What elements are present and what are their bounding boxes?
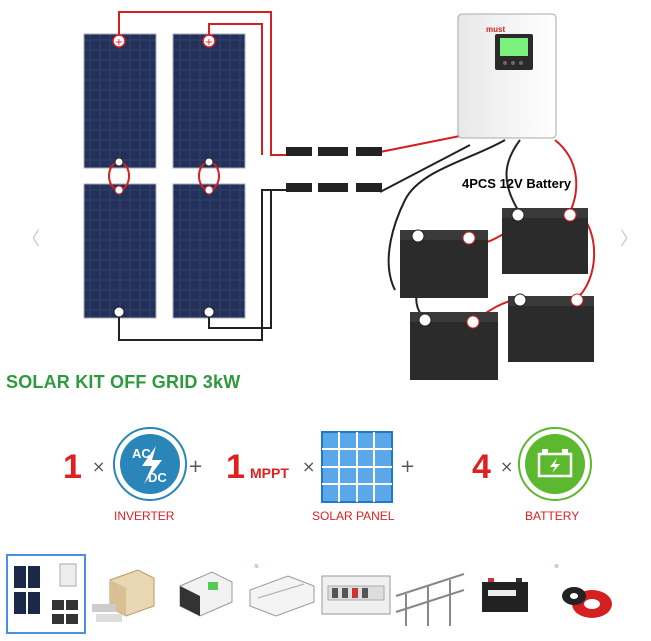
solar-panel-qty: 1: [226, 448, 245, 486]
inverter-qty: 1: [63, 448, 82, 486]
battery-unit: [410, 312, 498, 380]
svg-text:DC: DC: [148, 470, 167, 485]
mc4-connectors: [286, 147, 382, 192]
battery-qty: 4: [472, 448, 491, 486]
solar-panel: [172, 183, 246, 319]
thumbnail-mounting-bracket[interactable]: [392, 556, 468, 632]
thumbnail-packaged-kit[interactable]: [88, 556, 164, 632]
thumbnail-kit-overview[interactable]: [6, 554, 86, 634]
solar-panel-array: [83, 33, 246, 319]
chevron-left-icon[interactable]: 〈: [22, 229, 40, 250]
plus-symbol: +: [400, 456, 415, 477]
svg-text:≋: ≋: [254, 564, 259, 570]
plus-symbol: +: [188, 456, 203, 477]
thumbnail-distribution-box[interactable]: [318, 556, 394, 632]
battery-icon: [518, 427, 592, 501]
kit-title: SOLAR KIT OFF GRID 3kW: [6, 372, 241, 392]
solar-panel: [83, 33, 157, 169]
mppt-label: MPPT: [250, 465, 289, 481]
solar-panel-icon: [321, 431, 393, 503]
thumbnail-pv-cable[interactable]: ≋: [548, 556, 624, 632]
svg-text:AC: AC: [132, 446, 151, 461]
main-product-image: + + must 4PCS 12V Battery: [22, 11, 638, 380]
kit-composition-graphic: 1 × AC DC + INVERTER 1 MPPT × + SO: [63, 427, 592, 523]
panel-terminals: + +: [108, 34, 220, 318]
battery-bank: [400, 208, 594, 380]
wiring: [118, 11, 596, 341]
ac-dc-icon: AC DC: [113, 427, 187, 501]
inverter-brand: must: [486, 25, 505, 34]
battery-count-label: 4PCS 12V Battery: [462, 176, 572, 191]
solar-panel: [172, 33, 246, 169]
svg-text:≋: ≋: [554, 564, 559, 570]
battery-label: BATTERY: [525, 509, 579, 523]
battery-unit: [508, 293, 594, 362]
times-symbol: ×: [302, 457, 315, 476]
chevron-right-icon[interactable]: 〉: [620, 229, 638, 250]
inverter-label: INVERTER: [114, 509, 175, 523]
solar-kit-diagram: + + must 4PCS 12V Battery: [83, 11, 596, 380]
svg-text:+: +: [205, 37, 213, 48]
svg-text:+: +: [115, 37, 123, 48]
thumbnail-battery[interactable]: [470, 556, 546, 632]
kit-composition: 1 × AC DC + INVERTER 1 MPPT × + SO: [0, 420, 651, 530]
thumbnail-inverter[interactable]: [168, 556, 244, 632]
thumbnail-strip: ≋: [0, 552, 651, 641]
solar-panel: [83, 183, 157, 319]
times-symbol: ×: [92, 457, 105, 476]
thumbnail-combiner-box[interactable]: ≋: [244, 556, 320, 632]
battery-unit: [400, 229, 488, 298]
times-symbol: ×: [500, 457, 513, 476]
solar-panel-label: SOLAR PANEL: [312, 509, 395, 523]
inverter-unit: must: [457, 13, 557, 139]
battery-unit: [502, 208, 588, 274]
